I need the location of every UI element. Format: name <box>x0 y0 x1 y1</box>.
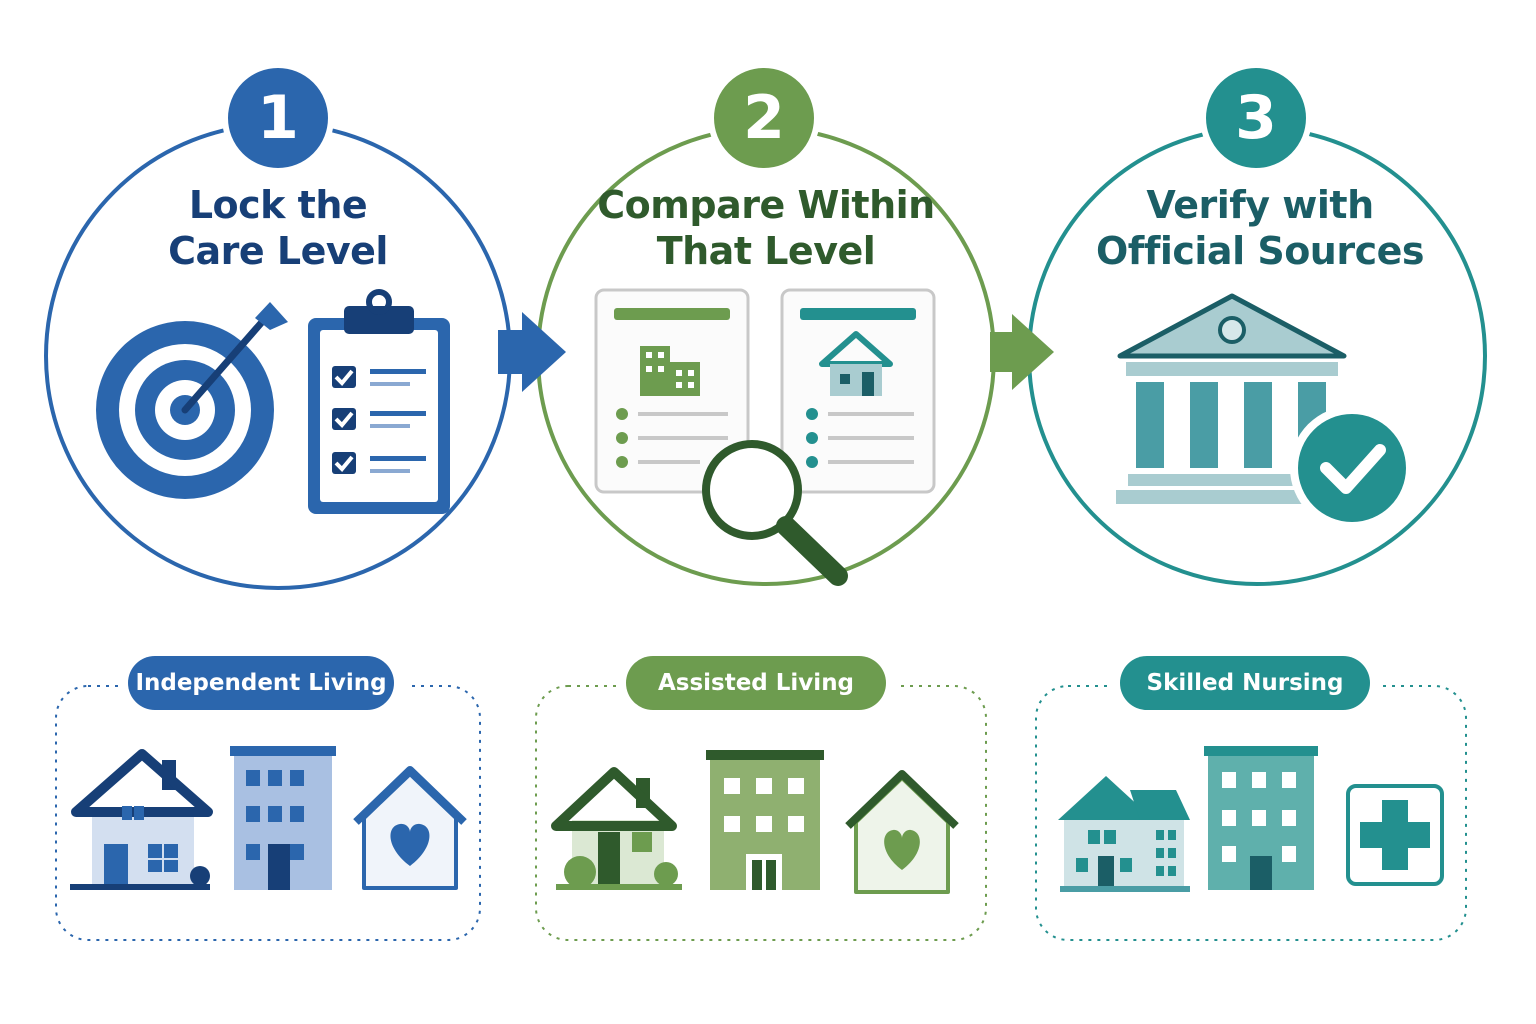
apartment-building-icon <box>230 746 336 890</box>
step-3-number-badge: 3 <box>1200 62 1312 174</box>
step-1-title-line1: Lock the <box>188 183 368 227</box>
assisted-living-group-box <box>535 685 987 941</box>
heart-house-icon <box>845 770 959 894</box>
heart-house-icon <box>353 766 467 890</box>
apartment-building-icon <box>1204 746 1318 890</box>
house-card-icon <box>780 288 936 494</box>
government-building-icon <box>1116 293 1347 504</box>
step-2-number-badge: 2 <box>708 62 820 174</box>
apartment-building-icon <box>706 750 824 890</box>
step-3-title-line2: Official Sources <box>1095 229 1425 273</box>
care-level-pill-skilled-nursing: Skilled Nursing <box>1120 656 1370 710</box>
arrow-right-icon <box>498 312 566 392</box>
step-2-title: Compare Within That Level <box>586 182 946 274</box>
step-1-title-line2: Care Level <box>168 229 388 273</box>
magnifier-icon <box>702 440 848 586</box>
step-1-number-badge: 1 <box>222 62 334 174</box>
step-2-title-line1: Compare Within <box>597 183 935 227</box>
medical-cross-icon <box>1346 784 1444 886</box>
check-badge-icon <box>1290 406 1414 530</box>
step-3-title: Verify with Official Sources <box>1070 182 1450 274</box>
care-level-pill-independent-living: Independent Living <box>128 656 394 710</box>
arrow-right-icon <box>990 314 1054 390</box>
care-level-pill-assisted-living: Assisted Living <box>626 656 886 710</box>
target-icon <box>96 302 288 499</box>
step-3-title-line1: Verify with <box>1146 183 1374 227</box>
house-icon <box>1058 776 1190 892</box>
checklist-clipboard-icon <box>308 289 450 514</box>
building-card-icon <box>594 288 750 494</box>
step-1-title: Lock the Care Level <box>108 182 448 274</box>
step-2-title-line2: That Level <box>656 229 876 273</box>
house-icon <box>70 749 213 890</box>
house-icon <box>551 767 682 890</box>
